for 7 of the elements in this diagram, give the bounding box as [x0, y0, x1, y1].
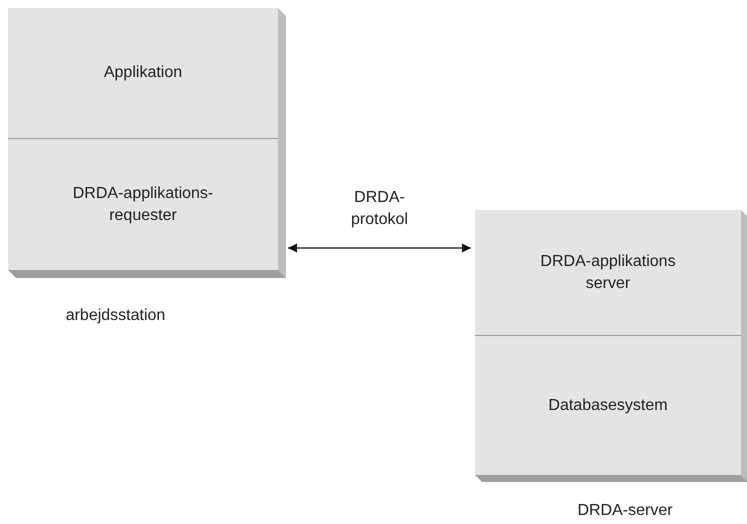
section-label: Applikation	[104, 63, 182, 84]
section-label: DRDA-applikations- requester	[72, 184, 214, 226]
node-caption: DRDA-server	[576, 501, 674, 521]
double-arrow	[288, 244, 471, 252]
section-label: DRDA-applikations server	[539, 252, 677, 294]
node-caption: arbejdsstation	[64, 306, 166, 326]
section-label: Databasesystem	[548, 396, 668, 416]
